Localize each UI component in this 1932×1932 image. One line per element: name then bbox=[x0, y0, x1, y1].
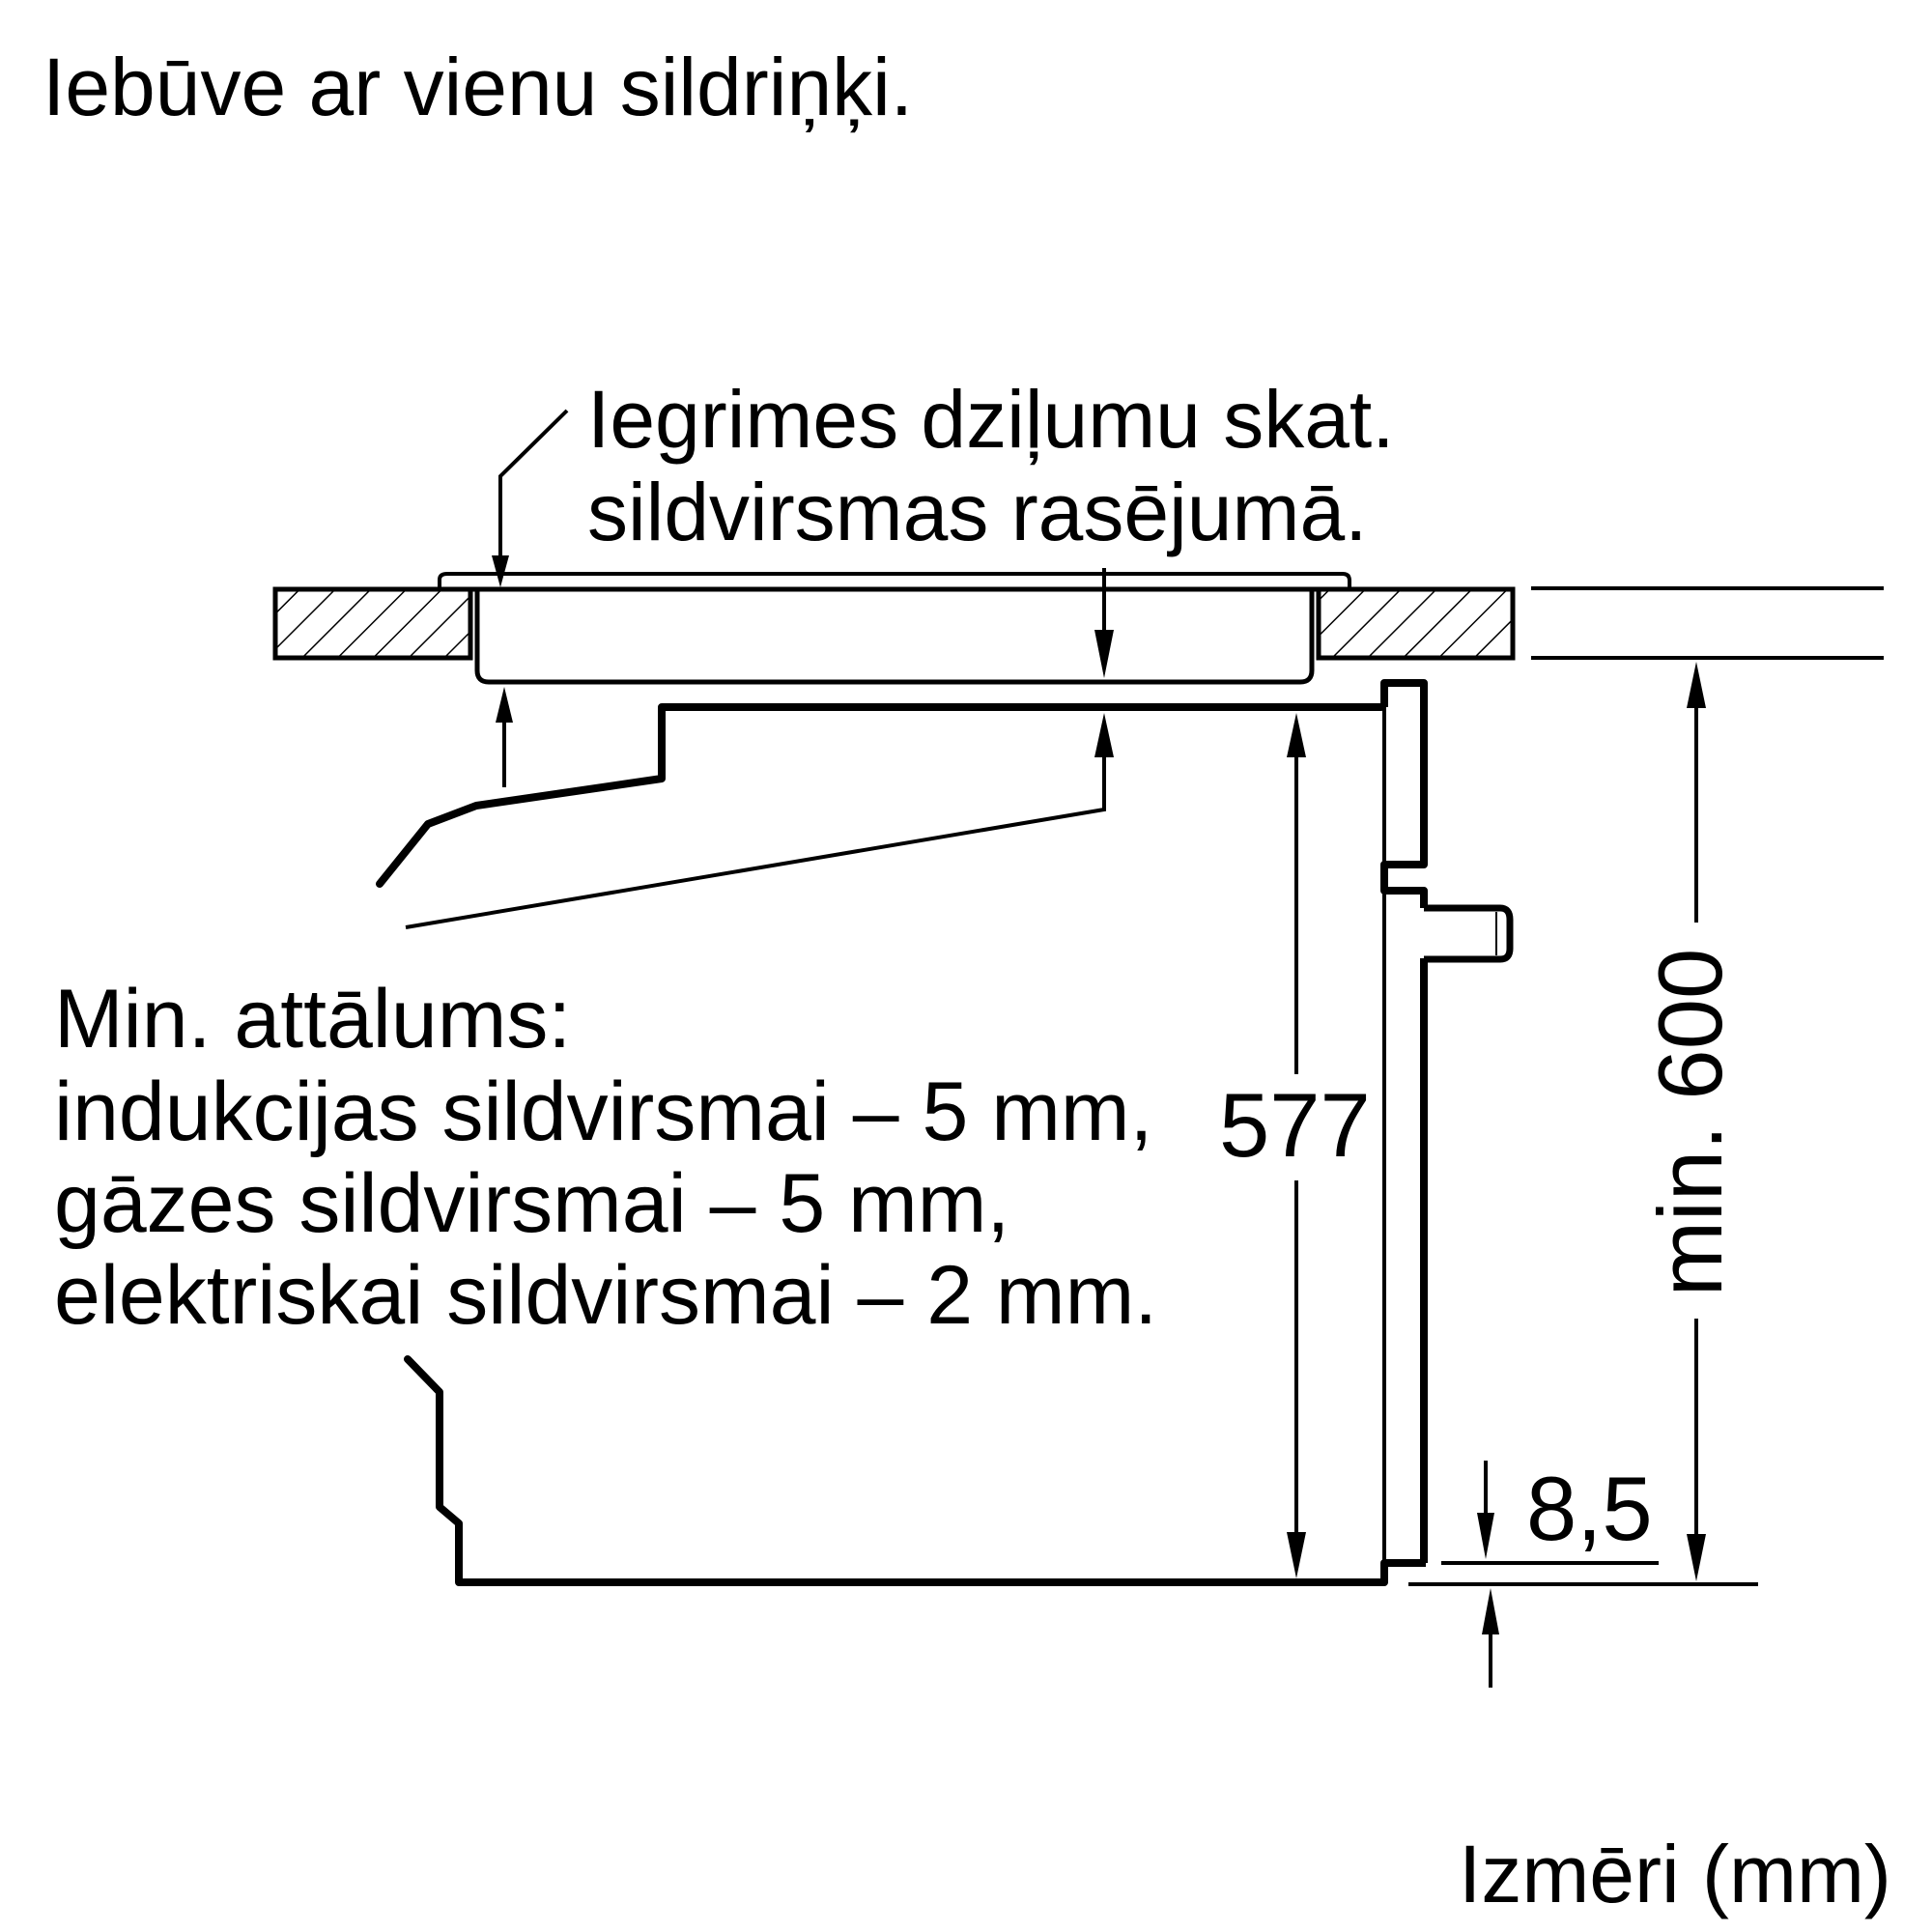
oven-door bbox=[1380, 679, 1428, 1567]
units-label: Izmēri (mm) bbox=[1459, 1829, 1891, 1919]
min-distance-heading: Min. attālums: bbox=[54, 973, 572, 1065]
dimension-8-5 bbox=[1408, 1461, 1758, 1688]
callout-leader bbox=[492, 409, 569, 587]
min-distance-gas: gāzes sildvirsmai – 5 mm, bbox=[54, 1157, 1010, 1250]
hob-body bbox=[440, 586, 1350, 685]
oven-outline bbox=[376, 703, 1388, 1586]
min-distance-electric: elektriskai sildvirsmai – 2 mm. bbox=[54, 1249, 1158, 1342]
callout-text-line-2: sildvirsmas rasējumā. bbox=[587, 467, 1368, 557]
hob-clearance-arrow-left bbox=[496, 687, 513, 787]
right-worktop bbox=[1316, 586, 1516, 661]
worktop-reference-lines bbox=[1531, 586, 1884, 660]
hob-clearance-arrow-middle bbox=[405, 568, 1114, 929]
dimension-min-600 bbox=[1687, 662, 1706, 1581]
dimension-577 bbox=[1287, 713, 1306, 1578]
dimension-min-600-label: min. 600 bbox=[1639, 948, 1741, 1297]
hob-trim bbox=[438, 572, 1351, 588]
page-title: Iebūve ar vienu sildriņķi. bbox=[43, 42, 914, 132]
left-worktop bbox=[272, 586, 473, 661]
dimension-577-label: 577 bbox=[1219, 1074, 1371, 1176]
dimension-8-5-label: 8,5 bbox=[1526, 1458, 1653, 1559]
min-distance-induction: indukcijas sildvirsmai – 5 mm, bbox=[54, 1065, 1153, 1158]
callout-text-line-1: Iegrimes dziļumu skat. bbox=[587, 374, 1395, 465]
oven-handle bbox=[1424, 904, 1514, 963]
